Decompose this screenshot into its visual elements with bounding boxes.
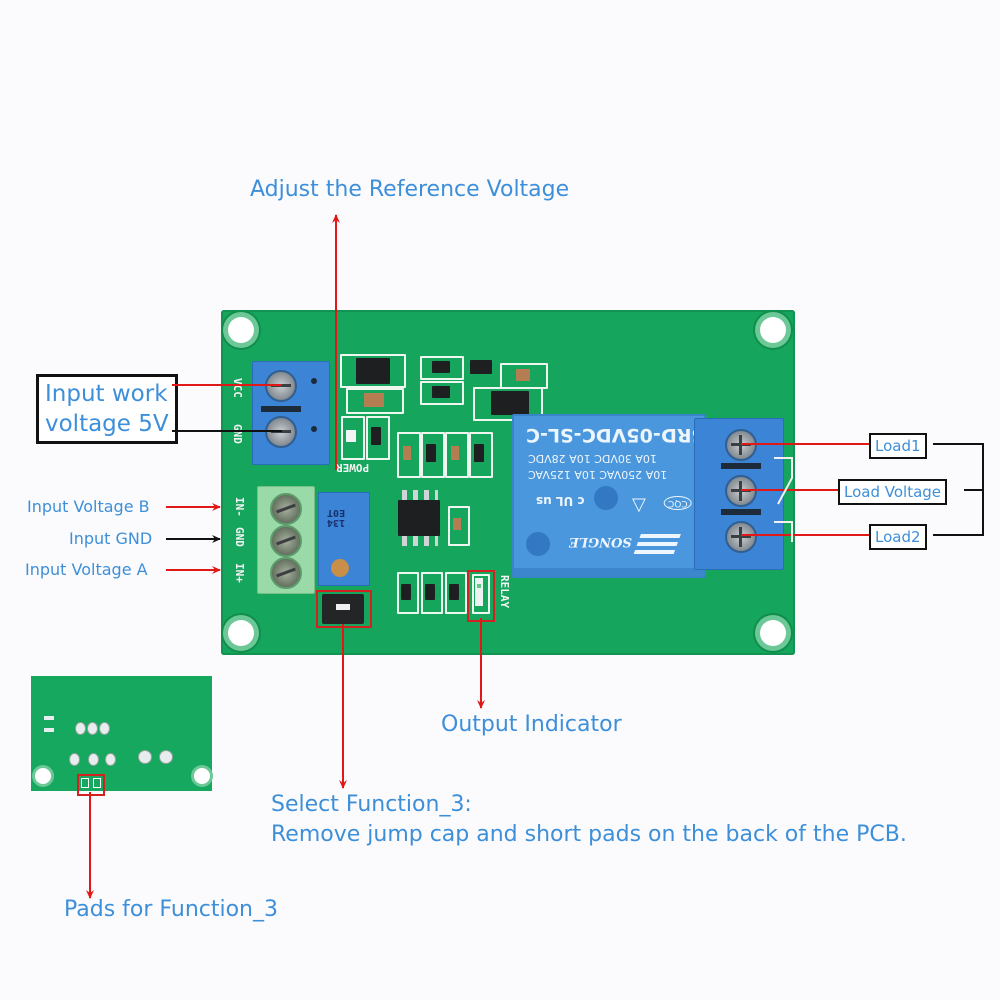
mounting-hole [760, 620, 786, 646]
trimmer-potentiometer[interactable]: 134 E0T [318, 492, 370, 586]
regulator-footprint [473, 387, 543, 421]
in-minus-screw[interactable] [270, 493, 302, 525]
relay-vent-hole [526, 532, 550, 556]
select-function-instruction: Remove jump cap and short pads on the ba… [271, 822, 907, 847]
trimmer-code: 134 E0T [327, 507, 346, 528]
mounting-hole [228, 620, 254, 646]
diode-footprint [340, 354, 406, 388]
jumper-highlight-box [316, 590, 372, 628]
capacitor-footprint [448, 506, 470, 546]
relay-model: SRD-05VDC-SL-C [526, 424, 706, 446]
in-plus-silkscreen: IN+ [233, 563, 246, 583]
cqc-cert-mark: CQC [664, 496, 692, 510]
resistor-footprint [397, 572, 419, 614]
load-terminal-block [694, 418, 784, 570]
mounting-hole [760, 317, 786, 343]
solder-pad [69, 753, 80, 766]
input-work-voltage-line1: Input work [45, 381, 168, 407]
select-function-title: Select Function_3: [271, 792, 472, 817]
input-gnd-label: Input GND [69, 529, 153, 548]
input-voltage-b-label: Input Voltage B [27, 497, 150, 516]
power-silkscreen: POWER [336, 461, 370, 474]
ic-pins-bottom [402, 536, 438, 546]
relay-brand: SONGLE [569, 534, 632, 549]
warning-triangle-icon: ▽ [632, 494, 646, 515]
songle-logo-icon [633, 530, 683, 554]
load2-screw[interactable] [725, 521, 757, 553]
gnd-screw[interactable] [265, 416, 297, 448]
mounting-hole [35, 768, 51, 784]
trimmer-screw-icon[interactable] [331, 559, 349, 577]
relay-module: SRD-05VDC-SL-C 10A 30VDC 10A 28VDC 10A 2… [512, 414, 706, 578]
in-gnd-silkscreen: GND [233, 527, 246, 547]
power-led [341, 416, 365, 460]
capacitor-footprint [346, 388, 404, 414]
solder-pad [99, 722, 110, 735]
input-terminal-block [257, 486, 315, 594]
vcc-silkscreen: VCC [231, 378, 244, 398]
transistor [470, 360, 492, 374]
relay-rating-dc: 10A 30VDC 10A 28VDC [528, 452, 657, 465]
gnd-silkscreen: GND [231, 424, 244, 444]
load1-label: Load1 [869, 433, 927, 459]
solder-pad [87, 722, 98, 735]
function3-pad-right[interactable] [93, 778, 101, 788]
in-plus-screw[interactable] [270, 557, 302, 589]
comparator-ic [398, 500, 440, 536]
reference-voltage-label: Adjust the Reference Voltage [250, 177, 570, 202]
load-voltage-label: Load Voltage [838, 479, 948, 505]
resistor-footprint [421, 432, 445, 478]
resistor-footprint [420, 381, 464, 405]
solder-pad [75, 722, 86, 735]
solder-pad [138, 750, 152, 764]
resistor-footprint [421, 572, 443, 614]
mounting-hole [228, 317, 254, 343]
relay-indicator-led [472, 574, 490, 614]
in-gnd-screw[interactable] [270, 525, 302, 557]
function-jumper-cap[interactable] [322, 594, 364, 624]
pads-highlight-box [77, 774, 105, 796]
power-terminal-block [252, 361, 330, 465]
ic-pins-top [402, 490, 438, 500]
capacitor-footprint [500, 363, 548, 389]
pcb-back-inset [31, 676, 212, 791]
pads-for-function-label: Pads for Function_3 [64, 897, 278, 922]
vcc-screw[interactable] [265, 370, 297, 402]
function3-pad-left[interactable] [81, 778, 89, 788]
mounting-hole [194, 768, 210, 784]
input-work-voltage-line2: voltage 5V [45, 411, 169, 437]
resistor-footprint [469, 432, 493, 478]
capacitor-footprint [397, 432, 421, 478]
resistor-footprint [420, 356, 464, 380]
load-voltage-screw[interactable] [725, 475, 757, 507]
resistor-footprint [445, 572, 467, 614]
resistor-footprint [366, 416, 390, 460]
load2-label: Load2 [869, 524, 927, 550]
solder-pad [105, 753, 116, 766]
output-indicator-label: Output Indicator [441, 712, 622, 737]
load1-screw[interactable] [725, 429, 757, 461]
solder-pad [88, 753, 99, 766]
relay-silkscreen: RELAY [498, 575, 511, 609]
relay-rating-ac: 10A 250VAC 10A 125VAC [528, 468, 668, 481]
input-voltage-a-label: Input Voltage A [25, 560, 148, 579]
relay-vent-hole [594, 486, 618, 510]
in-minus-silkscreen: IN- [233, 497, 246, 517]
input-work-voltage-box: Input work voltage 5V [36, 374, 178, 444]
capacitor-footprint [445, 432, 469, 478]
ul-cert-mark: c UL us [536, 494, 585, 508]
solder-pad [159, 750, 173, 764]
led-highlight-box [467, 570, 495, 622]
